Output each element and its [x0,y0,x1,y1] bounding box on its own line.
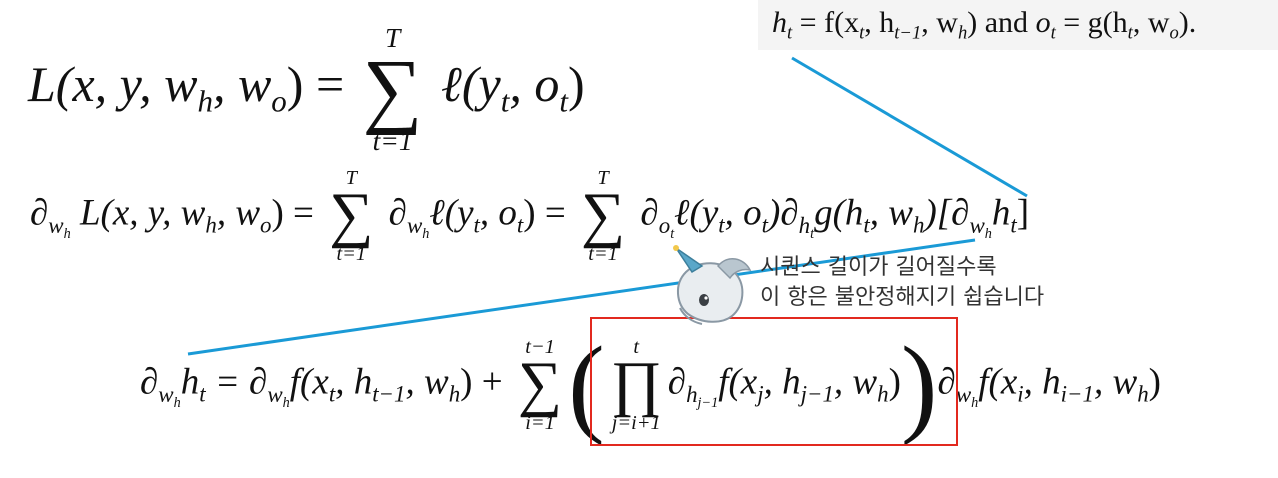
pointer-line-term [187,238,976,356]
unstable-term-highlight [590,317,958,446]
hidden-state-gradient-equation: ∂whht = ∂whf(xt, ht−1, wh) + t−1∑i=1(t∏j… [140,324,1161,446]
loss-equation: L(x, y, wh, wo) = T∑t=1 ℓ(yt, ot) [28,22,585,157]
summation-symbol: T∑t=1 [329,167,374,266]
summation-symbol: t−1∑i=1 [517,335,563,434]
definition-note: ht = f(xt, ht−1, wh) and ot = g(ht, wo). [772,6,1197,44]
unicorn-mascot-icon [673,245,752,325]
gradient-equation: ∂wh L(x, y, wh, wo) = T∑t=1 ∂whℓ(yt, ot)… [30,167,1030,266]
definition-note-background [758,0,1278,50]
summation-symbol: T∑t=1 [362,22,423,157]
pointer-line-note [791,56,1028,198]
summation-symbol: T∑t=1 [580,167,626,266]
stability-callout: 시퀀스 길이가 길어질수록 이 항은 불안정해지기 쉽습니다 [760,253,1044,313]
callout-line-2: 이 항은 불안정해지기 쉽습니다 [760,285,1045,310]
product-symbol: t∏j=i+1 [610,335,662,434]
callout-line-1: 시퀀스 길이가 길어질수록 [760,255,997,280]
